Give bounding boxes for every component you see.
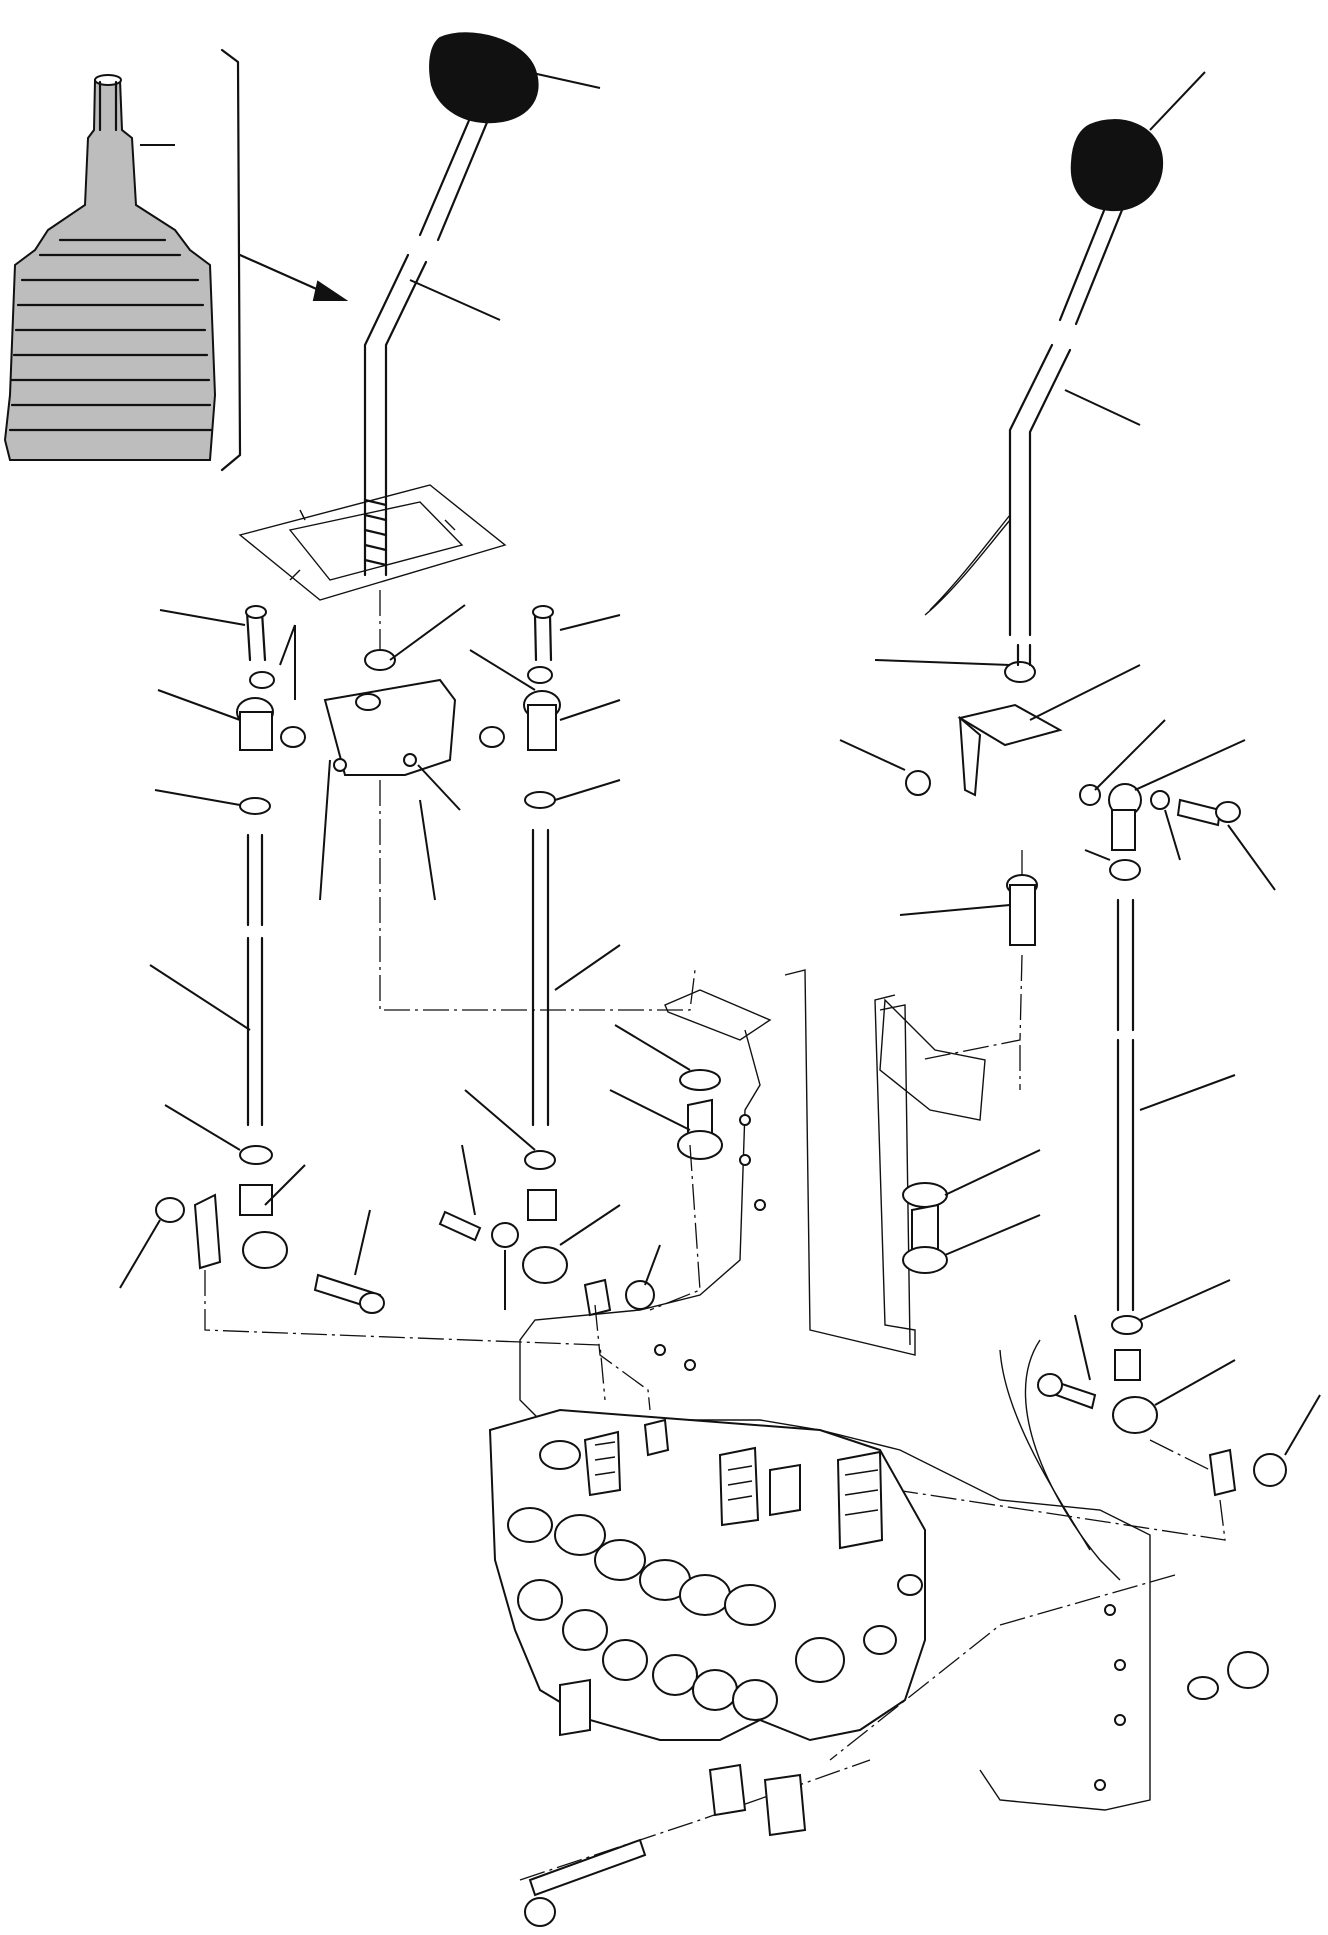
right-rod-assembly — [899, 850, 1321, 1497]
valve-mounting-hardware — [524, 1651, 1269, 1927]
right-pivot-bracket — [839, 643, 1276, 891]
left-pivot-block — [323, 590, 466, 811]
boot-bracket-and-arrow — [140, 48, 349, 472]
support-frame — [784, 969, 1041, 1356]
left-control-lever — [363, 32, 601, 577]
right-control-lever — [924, 71, 1206, 637]
rubber-boot — [3, 74, 217, 461]
left-rod-assembly — [119, 605, 436, 1314]
center-link-bracket — [609, 989, 772, 1160]
control-valve-block — [488, 1408, 926, 1837]
center-rod-assembly — [438, 605, 661, 1317]
left-lever-plate — [238, 484, 507, 601]
